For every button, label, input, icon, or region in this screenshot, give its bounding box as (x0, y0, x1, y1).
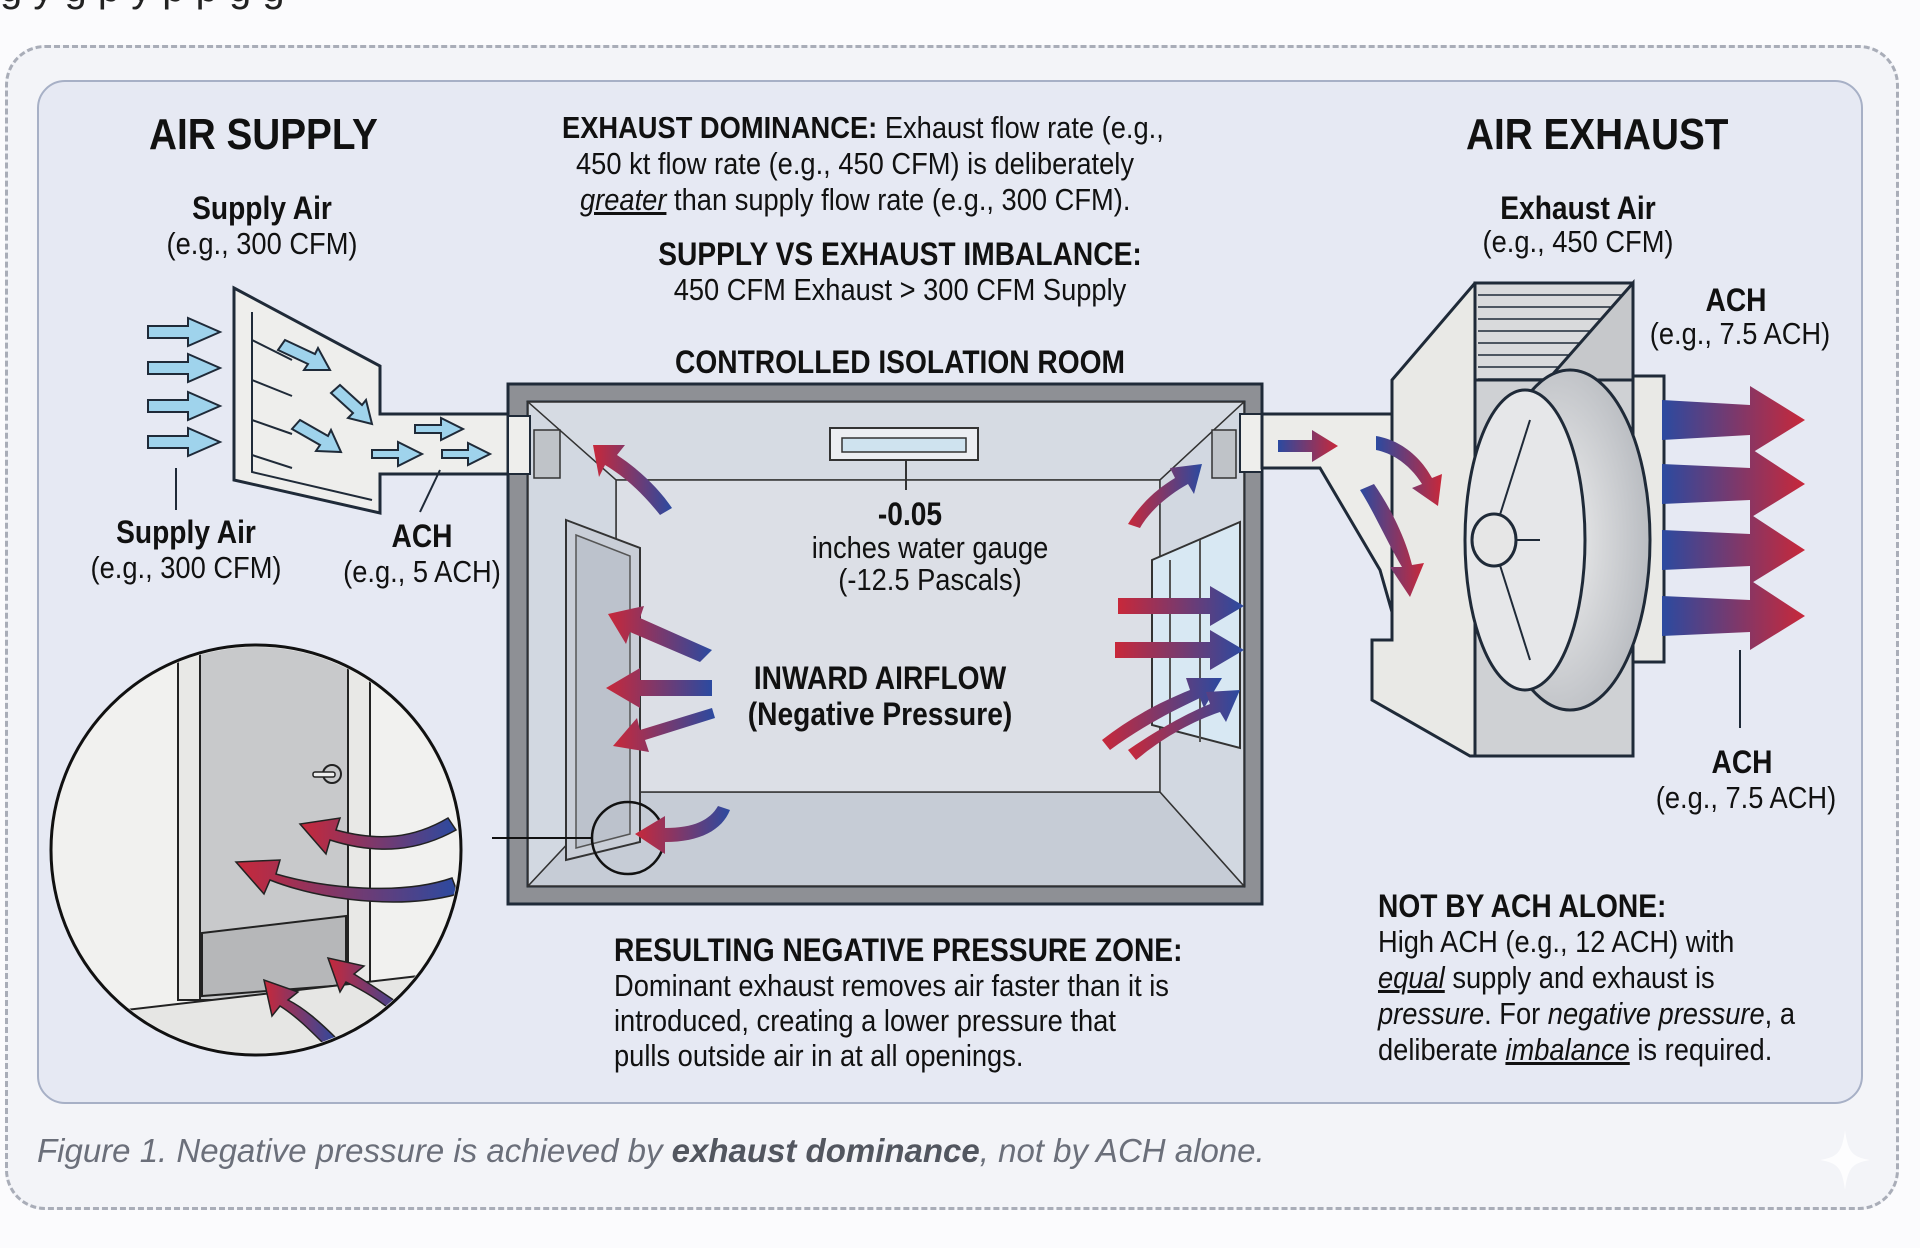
supply-grille (232, 285, 512, 515)
not-by-ach-line2-rest: supply and exhaust is (1444, 960, 1715, 995)
air-supply-title: AIR SUPPLY (149, 110, 378, 159)
pressure-unit: inches water gauge (811, 530, 1049, 565)
not-by-ach-line4-rest: is required. (1629, 1032, 1773, 1067)
exhaust-ach-top-label: ACH (1705, 282, 1767, 318)
greater-emphasis: greater (580, 182, 667, 217)
inward-airflow-sub: (Negative Pressure) (747, 696, 1013, 732)
supply-arrow-icon (147, 390, 223, 422)
ach-leader-line (419, 469, 441, 513)
supply-arrow-icon (147, 426, 223, 458)
exhaust-outlet-arrows (1662, 386, 1805, 650)
negative-pressure-emphasis: negative pressure (1547, 996, 1765, 1031)
resulting-zone-line: introduced, creating a lower pressure th… (614, 1003, 1116, 1038)
exhaust-dominance-line3-rest: than supply flow rate (e.g., 300 CFM). (666, 182, 1131, 217)
exhaust-dominance-heading: EXHAUST DOMINANCE: (562, 110, 878, 145)
duct-airflow-arrows (276, 338, 493, 468)
exhaust-air-value: (e.g., 450 CFM) (1482, 224, 1674, 259)
cropped-top-text: g y g p y p p g g (0, 0, 1920, 10)
supply-air-value: (e.g., 300 CFM) (166, 226, 358, 261)
supply-ach-value: (e.g., 5 ACH) (343, 554, 501, 589)
pressure-pascals: (-12.5 Pascals) (838, 562, 1022, 597)
room-title: CONTROLLED ISOLATION ROOM (674, 344, 1126, 380)
room-airflow-arrows (593, 445, 1244, 854)
imbalance-text: 450 CFM Exhaust > 300 CFM Supply (673, 272, 1127, 307)
exhaust-fan-unit (1370, 279, 1666, 758)
not-by-ach-line3: pressure. For negative pressure, a (1378, 996, 1795, 1032)
imbalance-heading: SUPPLY VS EXHAUST IMBALANCE: (658, 236, 1142, 272)
exhaust-duct-arrows (1278, 430, 1442, 597)
not-by-ach-line1: High ACH (e.g., 12 ACH) with (1378, 924, 1735, 959)
not-by-ach-line4: deliberate imbalance is required. (1378, 1032, 1772, 1068)
caption-bold: exhaust dominance (671, 1132, 980, 1169)
pressure-value: -0.05 (877, 496, 943, 532)
exhaust-dominance-line2: 450 kt flow rate (e.g., 450 CFM) is deli… (576, 146, 1134, 181)
not-by-ach-line4-pre: deliberate (1378, 1032, 1506, 1067)
not-by-ach-heading: NOT BY ACH ALONE: (1378, 888, 1667, 924)
exhaust-ach-bottom-value: (e.g., 7.5 ACH) (1655, 780, 1837, 815)
figure-caption: Figure 1. Negative pressure is achieved … (37, 1132, 1265, 1170)
not-by-ach-line3-mid: . For (1484, 996, 1548, 1031)
supply-arrow-icon (147, 352, 223, 384)
inward-airflow-title: INWARD AIRFLOW (753, 660, 1007, 696)
air-exhaust-title: AIR EXHAUST (1466, 110, 1729, 159)
exhaust-arrow-icon (1662, 386, 1805, 454)
exhaust-ach-bottom-label: ACH (1711, 744, 1773, 780)
bottom-supply-label: Supply Air (116, 514, 256, 550)
door-detail-zoom (49, 643, 463, 1057)
sparkle-watermark-icon (1820, 1130, 1870, 1190)
not-by-ach-line2: equal supply and exhaust is (1378, 960, 1715, 996)
supply-inlet-arrows (147, 316, 223, 458)
equal-emphasis: equal (1378, 960, 1445, 995)
caption-pre: Figure 1. Negative pressure is achieved … (37, 1132, 672, 1169)
caption-post: , not by ACH alone. (979, 1132, 1265, 1169)
exhaust-arrow-icon (1662, 580, 1805, 650)
resulting-zone-heading: RESULTING NEGATIVE PRESSURE ZONE: (614, 932, 1183, 968)
resulting-zone-line: Dominant exhaust removes air faster than… (614, 968, 1169, 1003)
supply-ach-label: ACH (391, 518, 453, 554)
resulting-zone-line: pulls outside air in at all openings. (614, 1038, 1024, 1073)
exhaust-ach-top-value: (e.g., 7.5 ACH) (1649, 316, 1831, 351)
not-by-ach-line3-rest: , a (1764, 996, 1795, 1031)
exhaust-dominance-text: Exhaust flow rate (e.g., (877, 110, 1164, 145)
imbalance-emphasis: imbalance (1505, 1032, 1630, 1067)
exhaust-dominance-line3: greater than supply flow rate (e.g., 300… (580, 182, 1130, 218)
door-handle-icon (312, 764, 342, 784)
exhaust-dominance-line1: EXHAUST DOMINANCE: Exhaust flow rate (e.… (562, 110, 1164, 146)
exhaust-air-label: Exhaust Air (1500, 190, 1656, 226)
supply-arrow-icon (147, 316, 223, 348)
exhaust-arrow-icon (1662, 448, 1805, 518)
exhaust-arrow-icon (1662, 514, 1805, 584)
bottom-supply-value: (e.g., 300 CFM) (90, 550, 282, 585)
supply-air-label: Supply Air (192, 190, 332, 226)
pressure-emphasis: pressure (1378, 996, 1485, 1031)
